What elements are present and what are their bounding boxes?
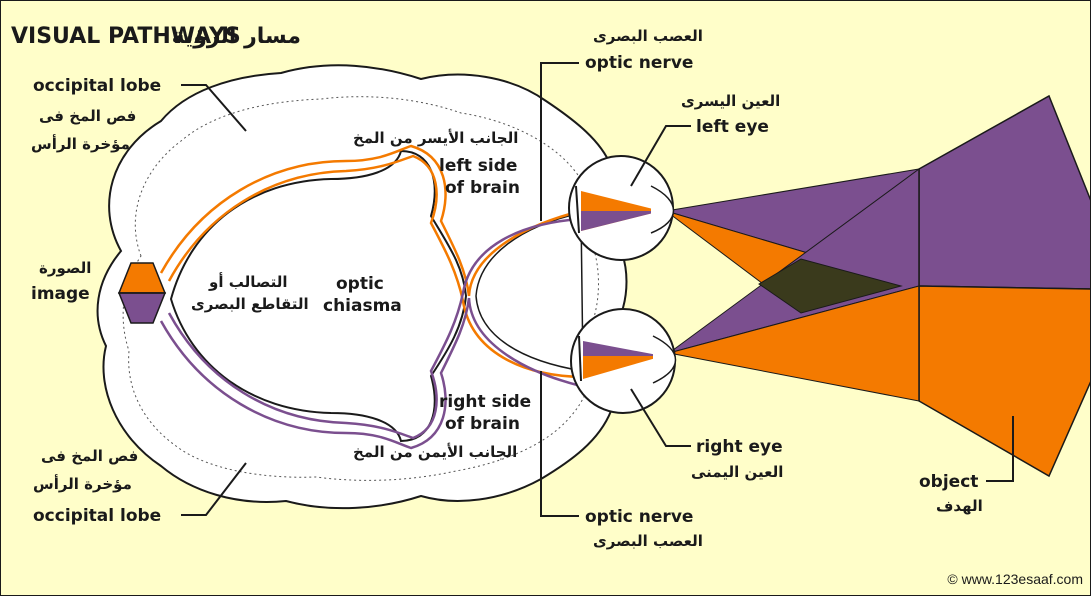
- label-left-eye: left eye: [696, 117, 769, 137]
- label-optic-nerve-bottom: optic nerve: [585, 507, 693, 527]
- object-top: [919, 96, 1091, 289]
- label-image-ar: الصورة: [39, 259, 91, 277]
- label-image: image: [31, 284, 90, 304]
- label-right-eye: right eye: [696, 437, 783, 457]
- label-optic-chiasma-2: chiasma: [323, 296, 402, 316]
- label-occipital-lobe-bottom-ar-1: فص المخ فى: [41, 447, 138, 465]
- label-occipital-lobe-top-ar-1: فص المخ فى: [39, 107, 136, 125]
- label-right-eye-ar: العين اليمنى: [691, 463, 783, 481]
- label-occipital-lobe-top: occipital lobe: [33, 76, 161, 96]
- object-bottom: [919, 286, 1091, 476]
- label-optic-nerve-top: optic nerve: [585, 53, 693, 73]
- left-eye: [569, 156, 674, 260]
- label-left-side-2: of brain: [445, 178, 520, 198]
- label-object-ar: الهدف: [936, 497, 983, 515]
- label-optic-nerve-top-ar: العصب البصرى: [593, 27, 703, 45]
- label-left-side-ar: الجانب الأيسر من المخ: [353, 129, 518, 147]
- label-occipital-lobe-bottom-ar-2: مؤخرة الرأس: [33, 474, 132, 493]
- label-optic-chiasma-1: optic: [336, 274, 384, 294]
- label-left-side-1: left side: [439, 156, 517, 176]
- copyright-text: © www.123esaaf.com: [947, 571, 1083, 587]
- label-optic-chiasma-ar-1: التصالب أو: [208, 272, 288, 291]
- label-optic-chiasma-ar-2: التقاطع البصرى: [191, 295, 309, 313]
- label-object: object: [919, 472, 978, 492]
- label-left-eye-ar: العين اليسرى: [681, 92, 780, 110]
- label-optic-nerve-bottom-ar: العصب البصرى: [593, 532, 703, 550]
- label-occipital-lobe-top-ar-2: مؤخرة الرأس: [31, 134, 130, 153]
- label-right-side-ar: الجانب الأيمن من المخ: [353, 443, 517, 461]
- right-eye: [571, 309, 676, 413]
- label-occipital-lobe-bottom: occipital lobe: [33, 506, 161, 526]
- title-arabic: مسار الرؤية: [172, 24, 301, 49]
- label-right-side-2: of brain: [445, 414, 520, 434]
- label-right-side-1: right side: [439, 392, 531, 412]
